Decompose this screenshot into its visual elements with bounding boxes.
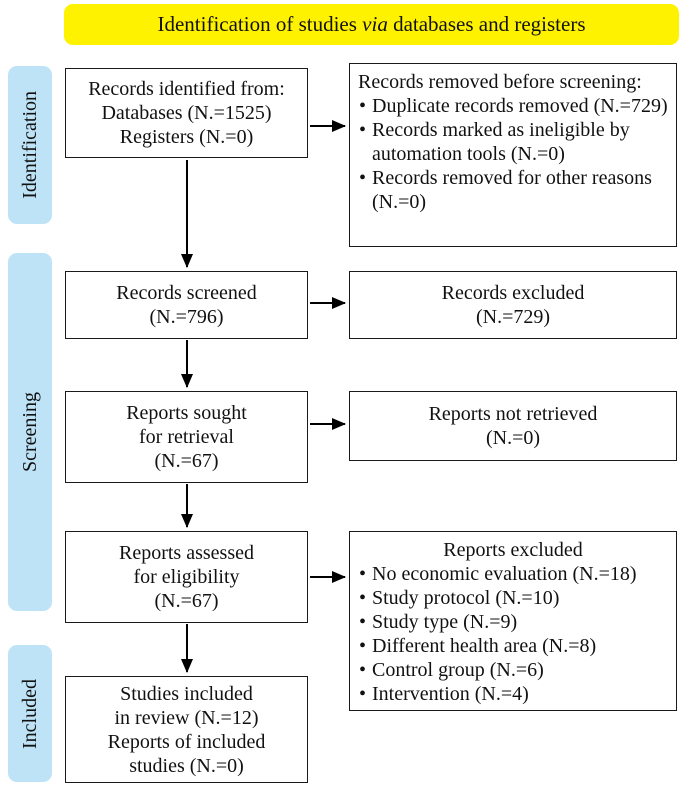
box-line: (N.=0): [485, 427, 541, 449]
bullet-item: Records marked as ineligible by automati…: [356, 118, 670, 166]
box-line: in review (N.=12): [114, 706, 259, 729]
diagram-title: Identification of studies via databases …: [157, 12, 585, 37]
box-line: Registers (N.=0): [119, 126, 254, 148]
title-text-italic: via: [362, 12, 388, 36]
box-line: (N.=796): [149, 306, 224, 328]
box-reports-assessed: Reports assessed for eligibility (N.=67): [65, 531, 308, 623]
box-line: (N.=67): [154, 590, 219, 612]
bullet-item: Different health area (N.=8): [356, 634, 670, 658]
box-line: Reports not retrieved: [428, 403, 598, 425]
box-line: Reports of included: [107, 730, 266, 753]
title-text-start: Identification of studies: [157, 12, 363, 36]
box-line: studies (N.=0): [129, 754, 244, 777]
box-records-screened: Records screened (N.=796): [65, 271, 308, 339]
box-line: (N.=729): [475, 306, 551, 328]
bullet-item: Duplicate records removed (N.=729): [356, 94, 670, 118]
bullet-item: Records removed for other reasons (N.=0): [356, 166, 670, 214]
bullet-item: Intervention (N.=4): [356, 682, 670, 706]
box-line: Records identified from:: [88, 78, 285, 100]
box-line: Studies included: [120, 682, 253, 705]
bullet-item: Control group (N.=6): [356, 658, 670, 682]
box-line: Records screened: [116, 282, 257, 304]
box-header: Reports excluded: [443, 539, 583, 561]
box-studies-included: Studies included in review (N.=12) Repor…: [65, 676, 308, 783]
stage-tab-identification: Identification: [8, 66, 52, 224]
box-records-identified: Records identified from: Databases (N.=1…: [65, 68, 308, 158]
box-line: Reports assessed: [119, 542, 254, 564]
box-records-excluded: Records excluded (N.=729): [349, 271, 677, 339]
box-reports-sought: Reports sought for retrieval (N.=67): [65, 391, 308, 483]
box-line: for eligibility: [133, 566, 240, 588]
stage-label: Screening: [18, 392, 41, 472]
stage-label: Identification: [18, 91, 41, 199]
box-line: for retrieval: [139, 426, 234, 448]
stage-tab-included: Included: [8, 645, 52, 782]
stage-tab-screening: Screening: [8, 253, 52, 611]
bullet-item: Study protocol (N.=10): [356, 586, 670, 610]
box-header: Records removed before screening:: [358, 71, 642, 93]
box-line: Databases (N.=1525): [101, 102, 272, 124]
box-line: Reports sought: [126, 402, 247, 424]
title-banner: Identification of studies via databases …: [64, 4, 679, 45]
bullet-item: No economic evaluation (N.=18): [356, 562, 670, 586]
box-line: Records excluded: [441, 282, 585, 304]
box-records-removed: Records removed before screening: Duplic…: [349, 63, 677, 247]
bullet-item: Study type (N.=9): [356, 610, 670, 634]
box-line: (N.=67): [154, 450, 219, 472]
stage-label: Included: [18, 678, 41, 749]
box-reports-not-retrieved: Reports not retrieved (N.=0): [349, 391, 677, 461]
box-reports-excluded: Reports excluded No economic evaluation …: [349, 531, 677, 711]
title-text-end: databases and registers: [387, 12, 586, 36]
